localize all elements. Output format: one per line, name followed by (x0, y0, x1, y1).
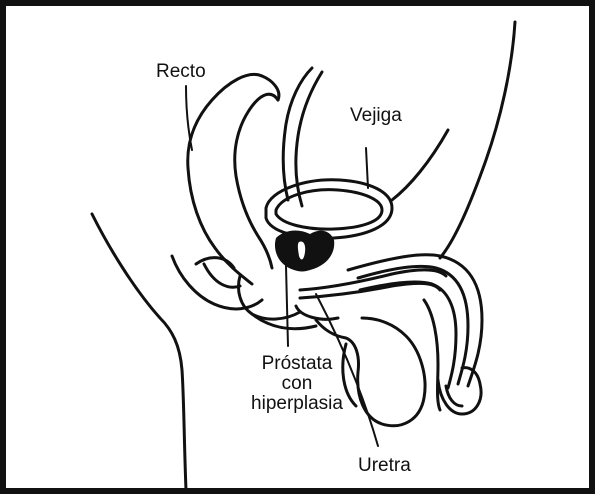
bladder-inner (276, 190, 382, 229)
penis-bottom (424, 300, 440, 410)
peritoneum-line (392, 130, 448, 200)
label-prostata: Próstata con hiperplasia (240, 354, 354, 414)
label-prostata-line2: con (240, 374, 354, 394)
anatomy-illustration (6, 6, 589, 488)
urethra-bulb (296, 306, 338, 319)
leader-prostata (286, 266, 288, 346)
pubic-contour (196, 258, 234, 268)
penis-inner-bottom (360, 282, 456, 388)
prostate-shape (275, 231, 334, 272)
rectum-outline-inner (235, 94, 278, 268)
label-prostata-line1: Próstata (240, 354, 354, 374)
bladder-fold-2 (296, 72, 322, 206)
label-vejiga: Vejiga (350, 106, 402, 125)
body-outline-abdomen (440, 22, 515, 258)
leader-vejiga (366, 148, 368, 188)
label-prostata-line3: hiperplasia (240, 394, 354, 414)
urethra-inner (300, 283, 440, 298)
label-uretra: Uretra (358, 456, 411, 475)
label-recto: Recto (156, 62, 206, 81)
